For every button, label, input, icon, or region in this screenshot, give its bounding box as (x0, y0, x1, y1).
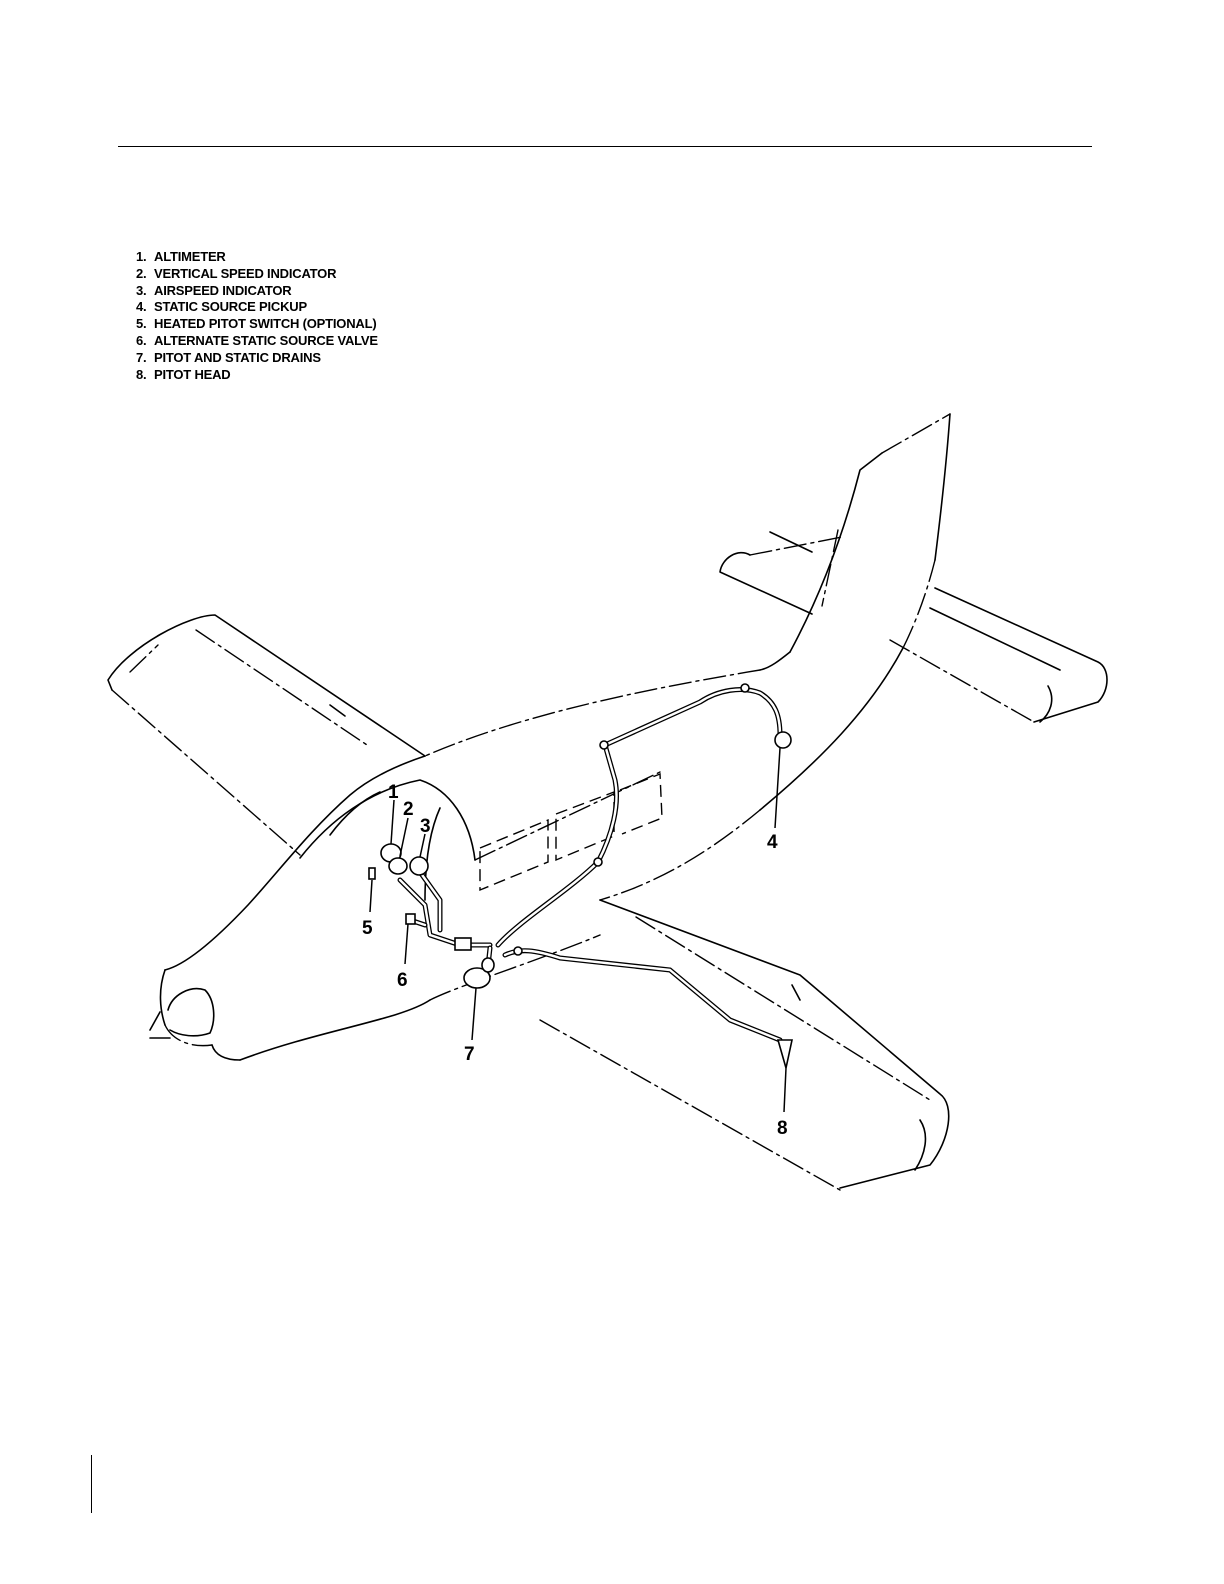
static-line (598, 690, 780, 862)
left-wing-trailing-edge (112, 690, 300, 855)
leader-4 (775, 748, 780, 828)
cabin-window-3 (620, 774, 662, 834)
line-fitting (741, 684, 749, 692)
fuselage-nose-bottom (240, 1000, 430, 1060)
line-fitting (455, 938, 471, 950)
right-stabilizer-outline (935, 588, 1107, 722)
leader-2 (400, 818, 408, 856)
left-elevator-line (770, 532, 812, 552)
drain-body (482, 958, 494, 972)
rudder-hinge (822, 530, 838, 606)
cabin-top-line (475, 772, 660, 860)
alternate-static-source-valve (406, 914, 415, 924)
cowling-front (160, 970, 165, 1025)
fin-tip (882, 414, 950, 453)
leader-lines (370, 748, 786, 1112)
right-wing-trailing-edge (540, 1020, 840, 1190)
left-stabilizer-leading-edge (750, 537, 842, 555)
left-wing-tip-chord (130, 645, 158, 672)
leader-7 (472, 988, 476, 1040)
static-source-pickup (775, 732, 791, 748)
fuselage-fin-fillet (760, 652, 790, 670)
callout-2: 2 (403, 799, 414, 820)
callout-7: 7 (464, 1044, 475, 1065)
pitot-line (505, 951, 780, 1040)
right-wing-tip-curve (915, 1120, 925, 1170)
airplane-outline (108, 414, 1107, 1190)
fuselage-lower-line (600, 810, 760, 900)
windshield-frame (330, 792, 380, 835)
leader-3 (420, 834, 425, 857)
leader-8 (784, 1068, 786, 1112)
right-stabilizer-trailing-edge (890, 640, 1034, 722)
callout-8: 8 (777, 1118, 788, 1139)
right-wing-flap-mark (792, 985, 800, 1000)
fuselage-nose-top (165, 756, 425, 970)
fin-trailing-edge-upper (935, 414, 950, 560)
leader-6 (405, 924, 408, 964)
instrument-line-a (400, 880, 490, 945)
callout-4: 4 (767, 832, 778, 853)
vertical-speed-indicator (389, 858, 407, 874)
spinner (168, 989, 214, 1036)
cabin-window-1 (480, 820, 548, 890)
left-wing-aileron-line (196, 630, 370, 747)
leader-1 (391, 800, 394, 844)
left-wing-flap-mark (330, 705, 345, 716)
pitot-head (778, 1040, 792, 1068)
left-stabilizer-tip (720, 553, 812, 614)
line-fitting (594, 858, 602, 866)
leader-5 (370, 880, 372, 912)
fin-leading-edge (790, 453, 882, 652)
fin-trailing-edge-lower (903, 560, 935, 648)
right-elevator-line (930, 608, 1060, 670)
cowling-bottom (212, 1045, 240, 1060)
right-wing-aileron-line (636, 917, 930, 1100)
fuselage-top-line (425, 670, 760, 756)
callout-3: 3 (420, 816, 431, 837)
pitot-static-lines (400, 684, 780, 1040)
heated-pitot-switch (369, 868, 375, 879)
line-fitting (514, 947, 522, 955)
left-wing-leading-edge (108, 615, 425, 756)
line-fitting (600, 741, 608, 749)
right-wing-outline (600, 900, 949, 1188)
airspeed-indicator (410, 857, 428, 875)
callout-5: 5 (362, 918, 373, 939)
propeller-blade (150, 1012, 160, 1030)
callout-6: 6 (397, 970, 408, 991)
callout-1: 1 (388, 782, 399, 803)
